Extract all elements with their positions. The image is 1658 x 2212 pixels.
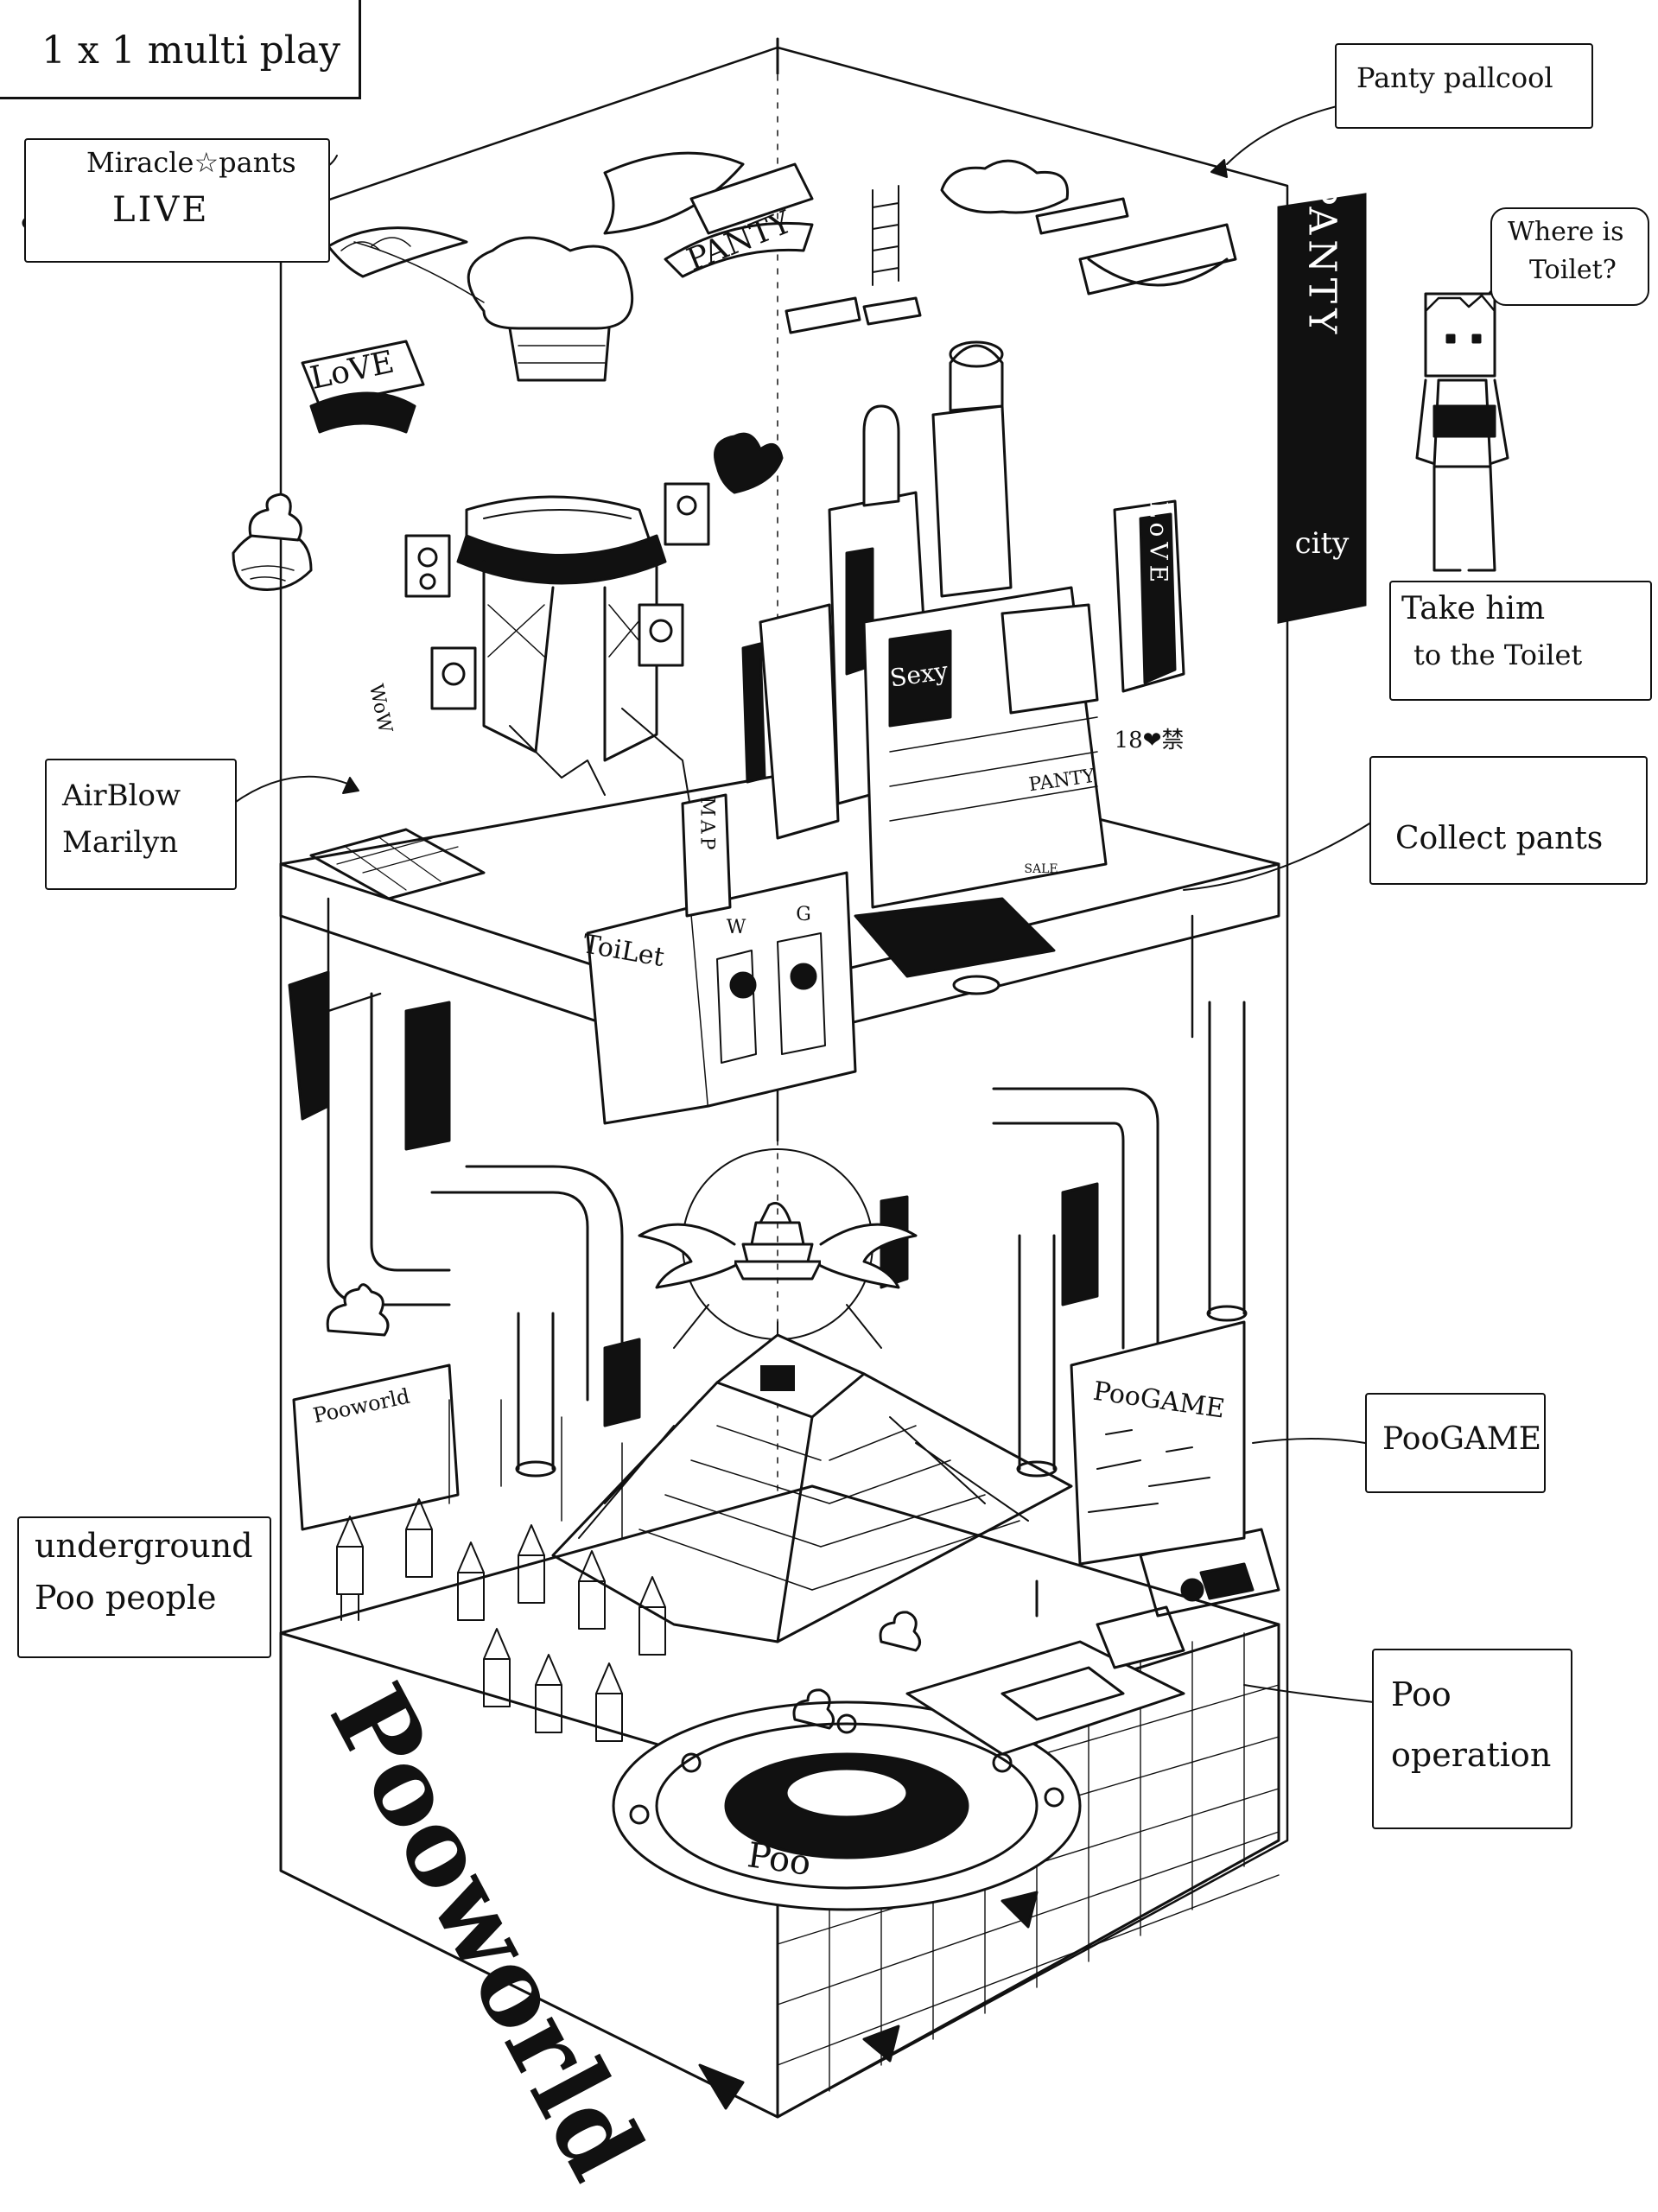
take-him-line2: to the Toilet	[1413, 639, 1583, 671]
pixel-character	[1415, 292, 1509, 572]
underground-line1: underground	[35, 1527, 253, 1565]
where-is-toilet-line2: Toilet?	[1529, 255, 1617, 285]
poogame-label: PooGAME	[1382, 1421, 1542, 1457]
panty-city-buildings	[309, 340, 1185, 1125]
underground-line2: Poo people	[35, 1579, 217, 1617]
wow-sign: WoW	[365, 683, 396, 735]
poo-operation-line1: Poo	[1391, 1675, 1452, 1713]
poo-operation-callout	[1372, 1649, 1572, 1829]
pipes	[288, 970, 1248, 1478]
panty-city-sign-top: PANTY	[1300, 180, 1344, 339]
underground-poo-people-callout	[17, 1516, 271, 1658]
airblow-marilyn-line1: AirBlow	[62, 779, 181, 813]
poster-screens	[292, 1320, 1246, 1566]
where-is-toilet-line1: Where is	[1508, 217, 1624, 247]
pooworld-base-logo: Pooworld	[306, 1665, 666, 2197]
miracle-pants-live-line2: LIVE	[112, 190, 210, 230]
collect-pants-label: Collect pants	[1395, 821, 1604, 856]
g-sign: G	[796, 904, 811, 925]
w-sign: W	[727, 917, 746, 938]
panty-pallcool-label: Panty pallcool	[1356, 61, 1553, 94]
miracle-pants-live-callout	[24, 138, 330, 263]
mai-stage-tower	[404, 236, 710, 813]
panty-pallcool-callout	[1335, 43, 1593, 129]
love-vertical-sign: LoVE	[1145, 501, 1173, 588]
page-title: 1 x 1 multi play	[41, 29, 340, 73]
poo-piles	[248, 493, 921, 1730]
poo-people-army	[336, 1399, 666, 1742]
miracle-pants-live-line1: Miracle☆pants	[86, 146, 296, 179]
map-sign: MAP	[696, 797, 718, 853]
poo-medallion-text: Poo	[745, 1835, 813, 1884]
poogame-callout	[1365, 1393, 1546, 1493]
sale-sign: SALE	[1024, 862, 1058, 876]
take-him-callout	[1389, 581, 1652, 701]
panty-city-sign-bottom: city	[1295, 526, 1350, 561]
take-him-line1: Take him	[1401, 591, 1546, 626]
poo-operation-line2: operation	[1391, 1736, 1552, 1774]
restricted-sign: 18❤禁	[1115, 728, 1185, 753]
title-box	[0, 0, 361, 99]
panty-city-sign	[1277, 193, 1367, 624]
where-is-toilet-bubble	[1490, 207, 1649, 306]
poo-medallion	[612, 1700, 1082, 1911]
airblow-marilyn-line2: Marilyn	[62, 825, 179, 860]
airblow-marilyn-callout	[45, 759, 237, 890]
stepped-pyramid	[551, 1333, 1073, 1643]
floating-decor	[232, 151, 1237, 591]
collect-pants-callout	[1369, 756, 1648, 885]
winged-poo-emblem	[638, 1148, 918, 1349]
mai-sign: MAI	[534, 517, 589, 547]
